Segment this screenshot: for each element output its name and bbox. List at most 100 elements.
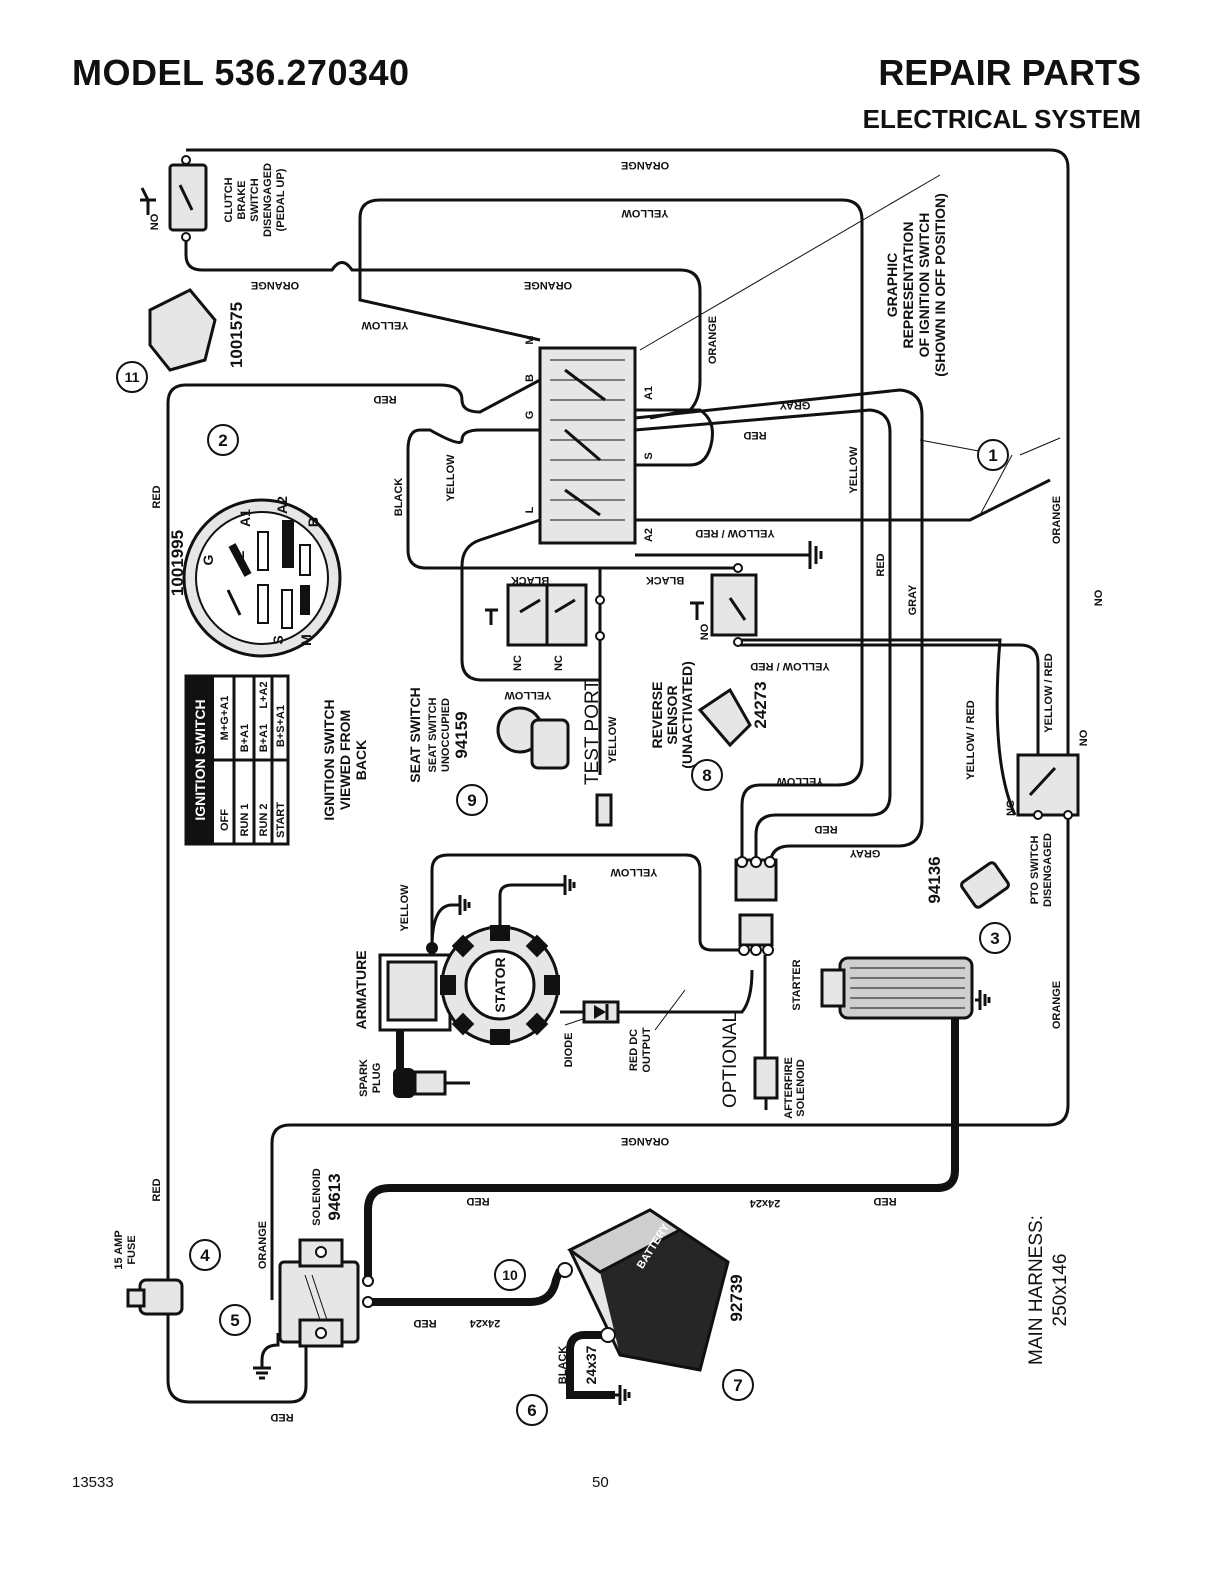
test-port-label: TEST PORT <box>582 679 603 785</box>
svg-text:CLUTCH: CLUTCH <box>223 177 235 222</box>
label-yellow-top: YELLOW <box>621 207 669 219</box>
svg-text:RUN 1: RUN 1 <box>239 803 251 836</box>
starter-solenoid <box>278 1238 374 1348</box>
stator-label: STATOR <box>492 957 508 1012</box>
svg-text:RED: RED <box>151 485 163 508</box>
afterfire-label: AFTERFIRE SOLENOID <box>783 1057 807 1119</box>
svg-text:NC: NC <box>553 655 565 671</box>
svg-text:NO: NO <box>1093 589 1105 606</box>
wire-red-dc <box>560 969 754 1014</box>
svg-text:6: 6 <box>527 1401 536 1420</box>
svg-text:DISENGAGED: DISENGAGED <box>262 163 274 237</box>
label-yellow-arm: YELLOW <box>610 866 658 878</box>
svg-text:OFF: OFF <box>219 809 231 831</box>
part-3-pto <box>960 861 1010 909</box>
label-24x24-top: 24x24 <box>749 1197 780 1209</box>
model-title: MODEL 536.270340 <box>72 52 410 93</box>
wire-red-left <box>166 383 440 1404</box>
svg-text:UNOCCUPIED: UNOCCUPIED <box>440 698 452 772</box>
svg-text:PTO SWITCH: PTO SWITCH <box>1029 836 1041 905</box>
label-gray-right: GRAY <box>849 847 880 859</box>
label-yellow-left: YELLOW <box>361 319 409 331</box>
svg-text:94613: 94613 <box>325 1173 344 1220</box>
svg-text:AFTERFIRE: AFTERFIRE <box>783 1057 795 1119</box>
svg-text:NC: NC <box>512 655 524 671</box>
svg-text:94159: 94159 <box>452 711 471 758</box>
battery <box>557 1208 730 1372</box>
svg-text:10: 10 <box>502 1267 518 1283</box>
svg-text:ORANGE: ORANGE <box>1051 981 1063 1029</box>
label-yellow-red-pto: YELLOW / RED <box>750 660 830 672</box>
svg-text:M: M <box>298 634 314 646</box>
svg-text:GRAY: GRAY <box>907 584 919 615</box>
repair-parts-title: REPAIR PARTS <box>878 52 1141 93</box>
wire-yellow-red-pto <box>738 643 1040 770</box>
graphic-rep-label: GRAPHIC REPRESENTATION OF IGNITION SWITC… <box>884 193 948 377</box>
svg-text:SWITCH: SWITCH <box>249 178 261 221</box>
svg-text:3: 3 <box>990 929 999 948</box>
callout-6: 6 <box>516 1394 548 1426</box>
svg-text:B+A1: B+A1 <box>239 724 251 752</box>
callout-1: 1 <box>977 439 1009 471</box>
svg-text:YELLOW: YELLOW <box>607 716 619 764</box>
svg-text:11: 11 <box>125 369 140 385</box>
svg-text:4: 4 <box>200 1246 210 1265</box>
harness-connectors <box>595 793 778 956</box>
main-harness-label: MAIN HARNESS: 250x146 <box>1026 1215 1071 1365</box>
svg-text:(PEDAL UP): (PEDAL UP) <box>275 168 287 231</box>
svg-text:A2: A2 <box>274 496 290 514</box>
label-24x24-battery: 24x24 <box>469 1317 500 1329</box>
svg-text:B+S+A1: B+S+A1 <box>275 705 287 747</box>
svg-text:OF IGNITION SWITCH: OF IGNITION SWITCH <box>916 213 932 358</box>
svg-text:YELLOW: YELLOW <box>399 884 411 932</box>
svg-text:L: L <box>524 506 536 513</box>
wire-black <box>406 428 600 570</box>
starter-motor <box>820 956 974 1020</box>
wire-labels: ORANGE YELLOW ORANGE ORANGE YELLOW RED G… <box>251 159 897 1423</box>
ignition-view-label: IGNITION SWITCH VIEWED FROM BACK <box>321 699 369 820</box>
reverse-sensor-label: REVERSE SENSOR (UNACTIVATED) 24273 <box>649 661 770 769</box>
clutch-switch-label: CLUTCH BRAKE SWITCH DISENGAGED (PEDAL UP… <box>223 163 287 237</box>
svg-text:5: 5 <box>230 1311 239 1330</box>
svg-text:RED: RED <box>151 1178 163 1201</box>
label-orange-mid: ORANGE <box>524 279 572 291</box>
svg-text:YELLOW: YELLOW <box>848 446 860 494</box>
svg-text:REVERSE: REVERSE <box>649 682 665 749</box>
part-11-plug <box>148 288 217 372</box>
ground-icon <box>455 895 471 915</box>
svg-text:PLUG: PLUG <box>371 1063 383 1094</box>
part-9-seat-switch <box>496 706 570 770</box>
svg-text:B: B <box>524 374 536 382</box>
wire-red-b <box>439 378 541 414</box>
svg-text:YELLOW / RED: YELLOW / RED <box>1043 653 1055 733</box>
label-red-bottom: RED <box>270 1411 293 1423</box>
pto-label: PTO SWITCH DISENGAGED 94136 <box>925 833 1054 907</box>
leader-1c <box>1019 437 1061 456</box>
part-1001995-label: 1001995 <box>168 530 187 596</box>
svg-text:RED: RED <box>875 553 887 576</box>
ignition-table-text: IGNITION SWITCH OFF M+G+A1 RUN 1 B+A1 RU… <box>192 681 287 838</box>
callout-8: 8 <box>691 759 723 791</box>
svg-text:94136: 94136 <box>925 856 944 903</box>
svg-text:YELLOW / RED: YELLOW / RED <box>965 700 977 780</box>
spark-plug-label: SPARK PLUG <box>358 1059 383 1097</box>
svg-text:SPARK: SPARK <box>358 1059 370 1097</box>
svg-text:1: 1 <box>988 446 997 465</box>
svg-text:RUN 2: RUN 2 <box>258 803 270 836</box>
svg-text:NO: NO <box>1078 729 1090 746</box>
callout-9: 9 <box>456 784 488 816</box>
clutch-brake-switch <box>140 155 208 242</box>
label-gray: GRAY <box>779 399 810 411</box>
wire-orange-top <box>186 148 1070 1300</box>
svg-text:7: 7 <box>733 1376 742 1395</box>
wire-red-a1s <box>635 408 714 467</box>
leader-1b <box>979 454 1013 516</box>
label-orange-clutch: ORANGE <box>251 279 299 291</box>
wires <box>166 148 1070 1404</box>
armature <box>378 942 452 1032</box>
ignition-switch-view <box>182 498 342 658</box>
svg-text:GRAPHIC: GRAPHIC <box>884 253 900 318</box>
red-dc-label: RED DC OUTPUT <box>628 1027 653 1073</box>
label-red-a1: RED <box>743 429 766 441</box>
